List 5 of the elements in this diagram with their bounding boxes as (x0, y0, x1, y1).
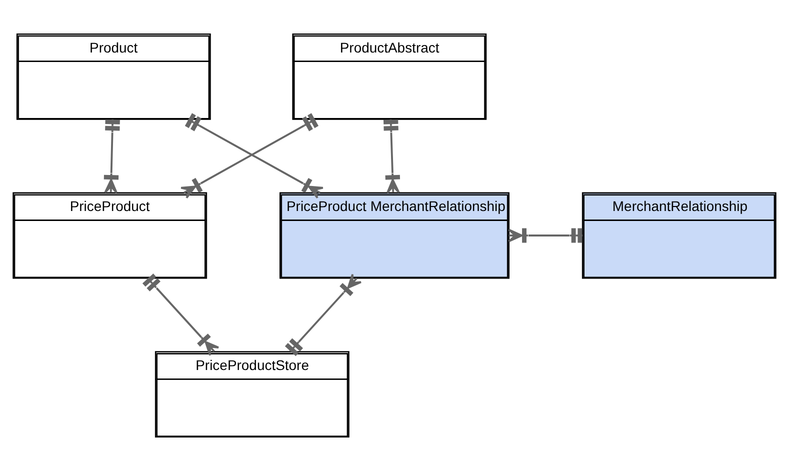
connector (104, 118, 120, 194)
connector (508, 228, 582, 242)
connector (383, 118, 400, 194)
connector (284, 272, 362, 356)
connector (142, 273, 220, 356)
